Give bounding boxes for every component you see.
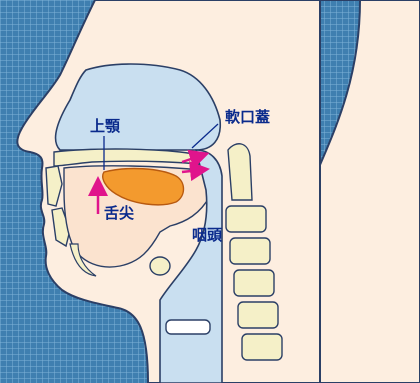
hyoid-bone: [150, 257, 170, 275]
label-pharynx: 咽頭: [192, 226, 223, 244]
trachea-ring: [166, 320, 210, 334]
label-upper-jaw: 上顎: [90, 117, 121, 135]
label-tongue-tip: 舌尖: [104, 204, 134, 222]
label-soft-palate: 軟口蓋: [225, 108, 270, 126]
